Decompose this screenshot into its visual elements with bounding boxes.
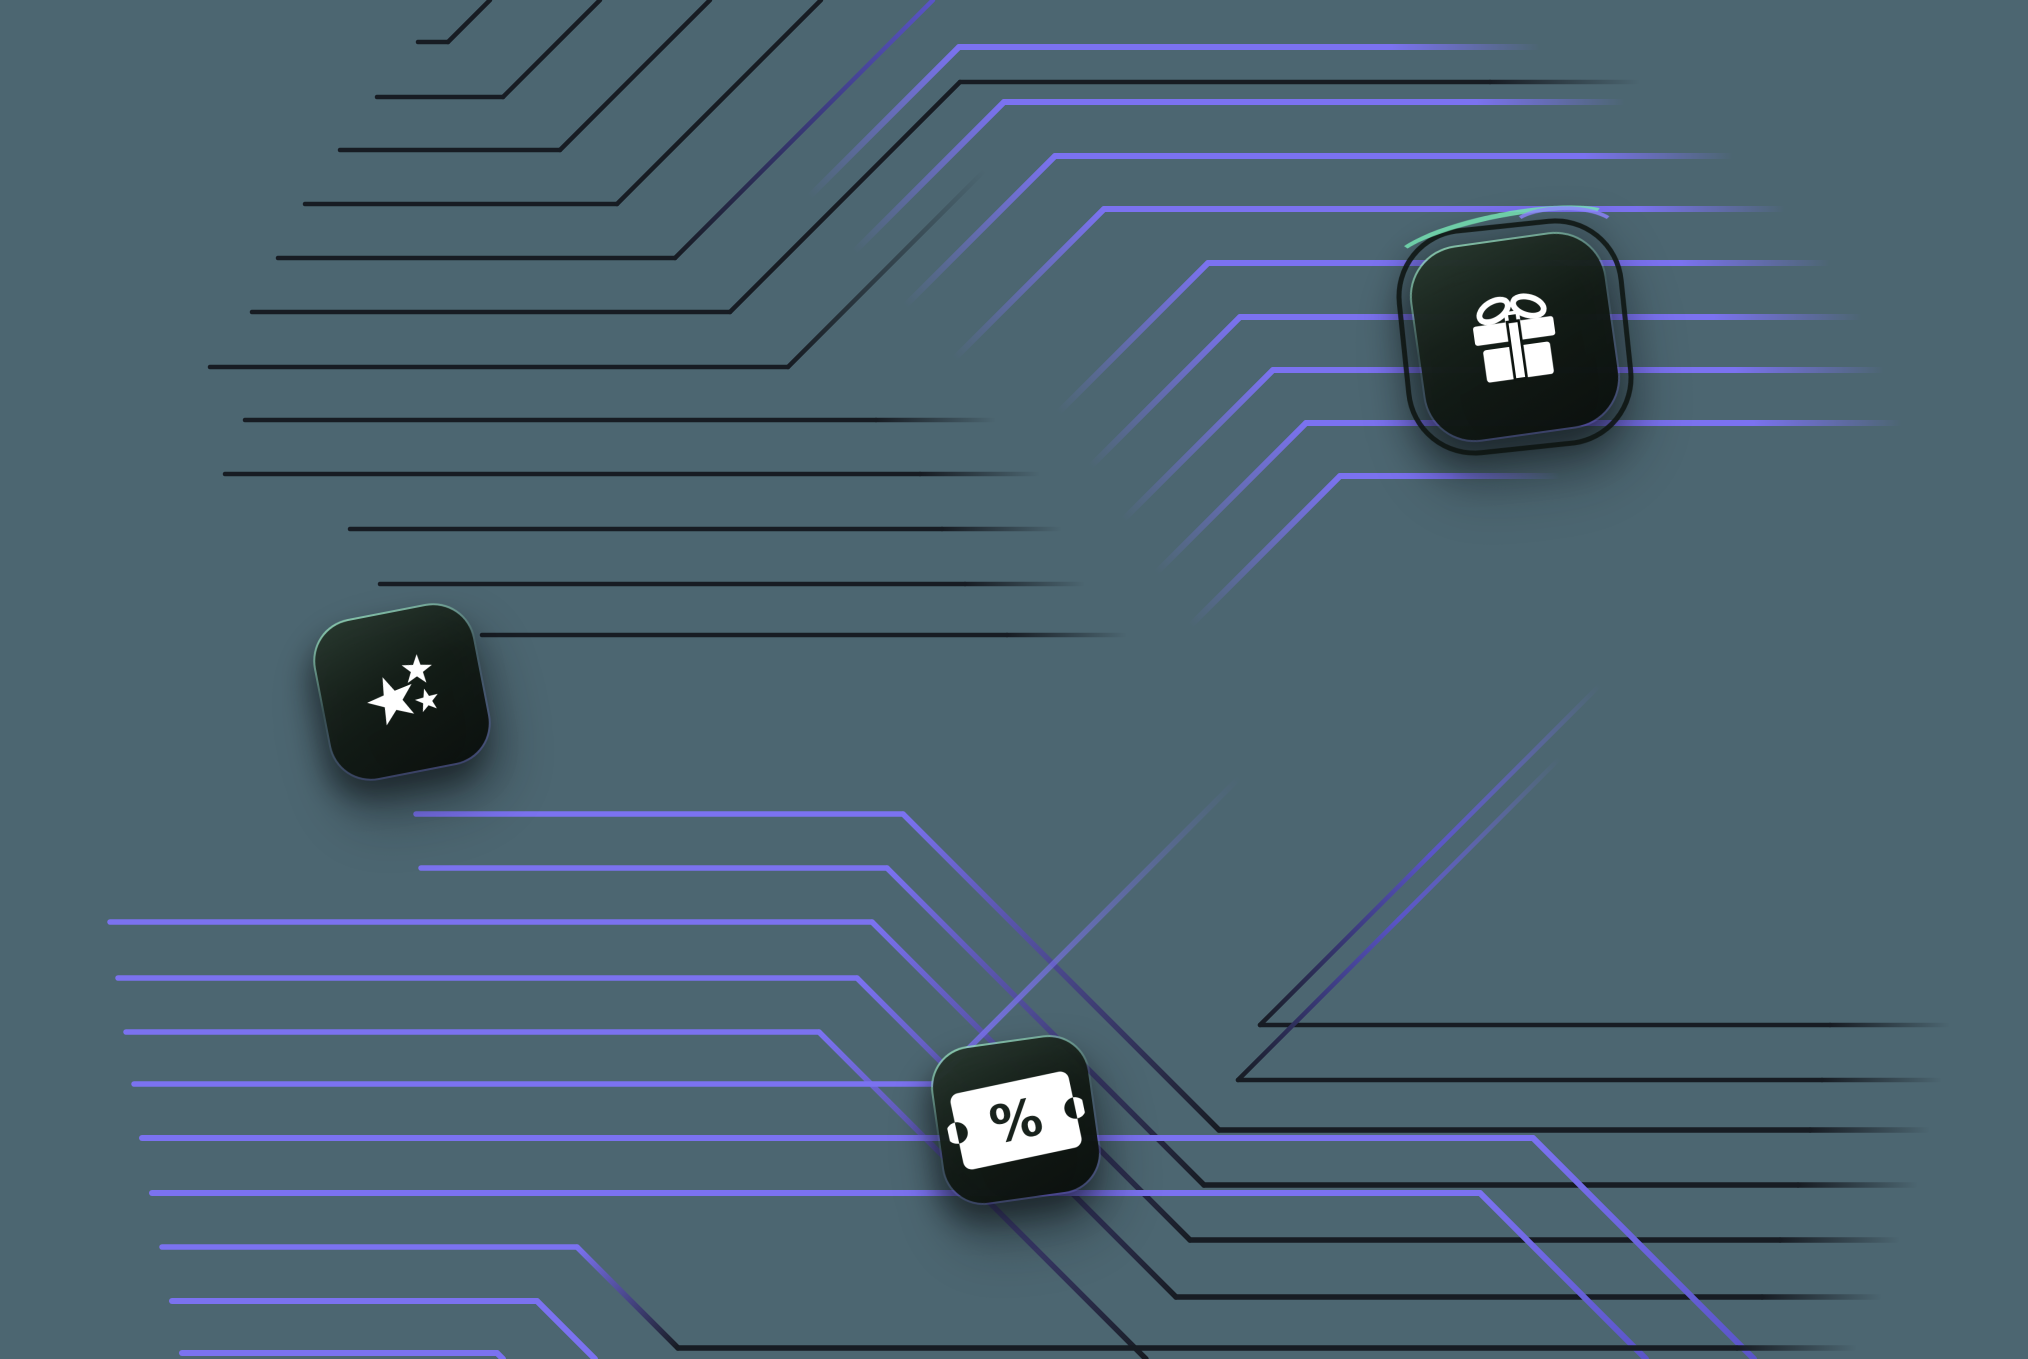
gift-tile-surface bbox=[1403, 225, 1627, 449]
stars-tile-surface bbox=[305, 595, 499, 789]
percent-ticket-icon: % bbox=[946, 1071, 1086, 1169]
percent-glyph: % bbox=[985, 1087, 1048, 1156]
percent-tile-surface: % bbox=[925, 1029, 1107, 1211]
sparkle-stars-tile bbox=[305, 595, 499, 789]
gift-reward-tile bbox=[1387, 191, 1641, 463]
discount-ticket-tile: % bbox=[925, 1029, 1107, 1211]
stars-icon bbox=[367, 654, 438, 726]
gift-icon bbox=[1473, 293, 1556, 383]
